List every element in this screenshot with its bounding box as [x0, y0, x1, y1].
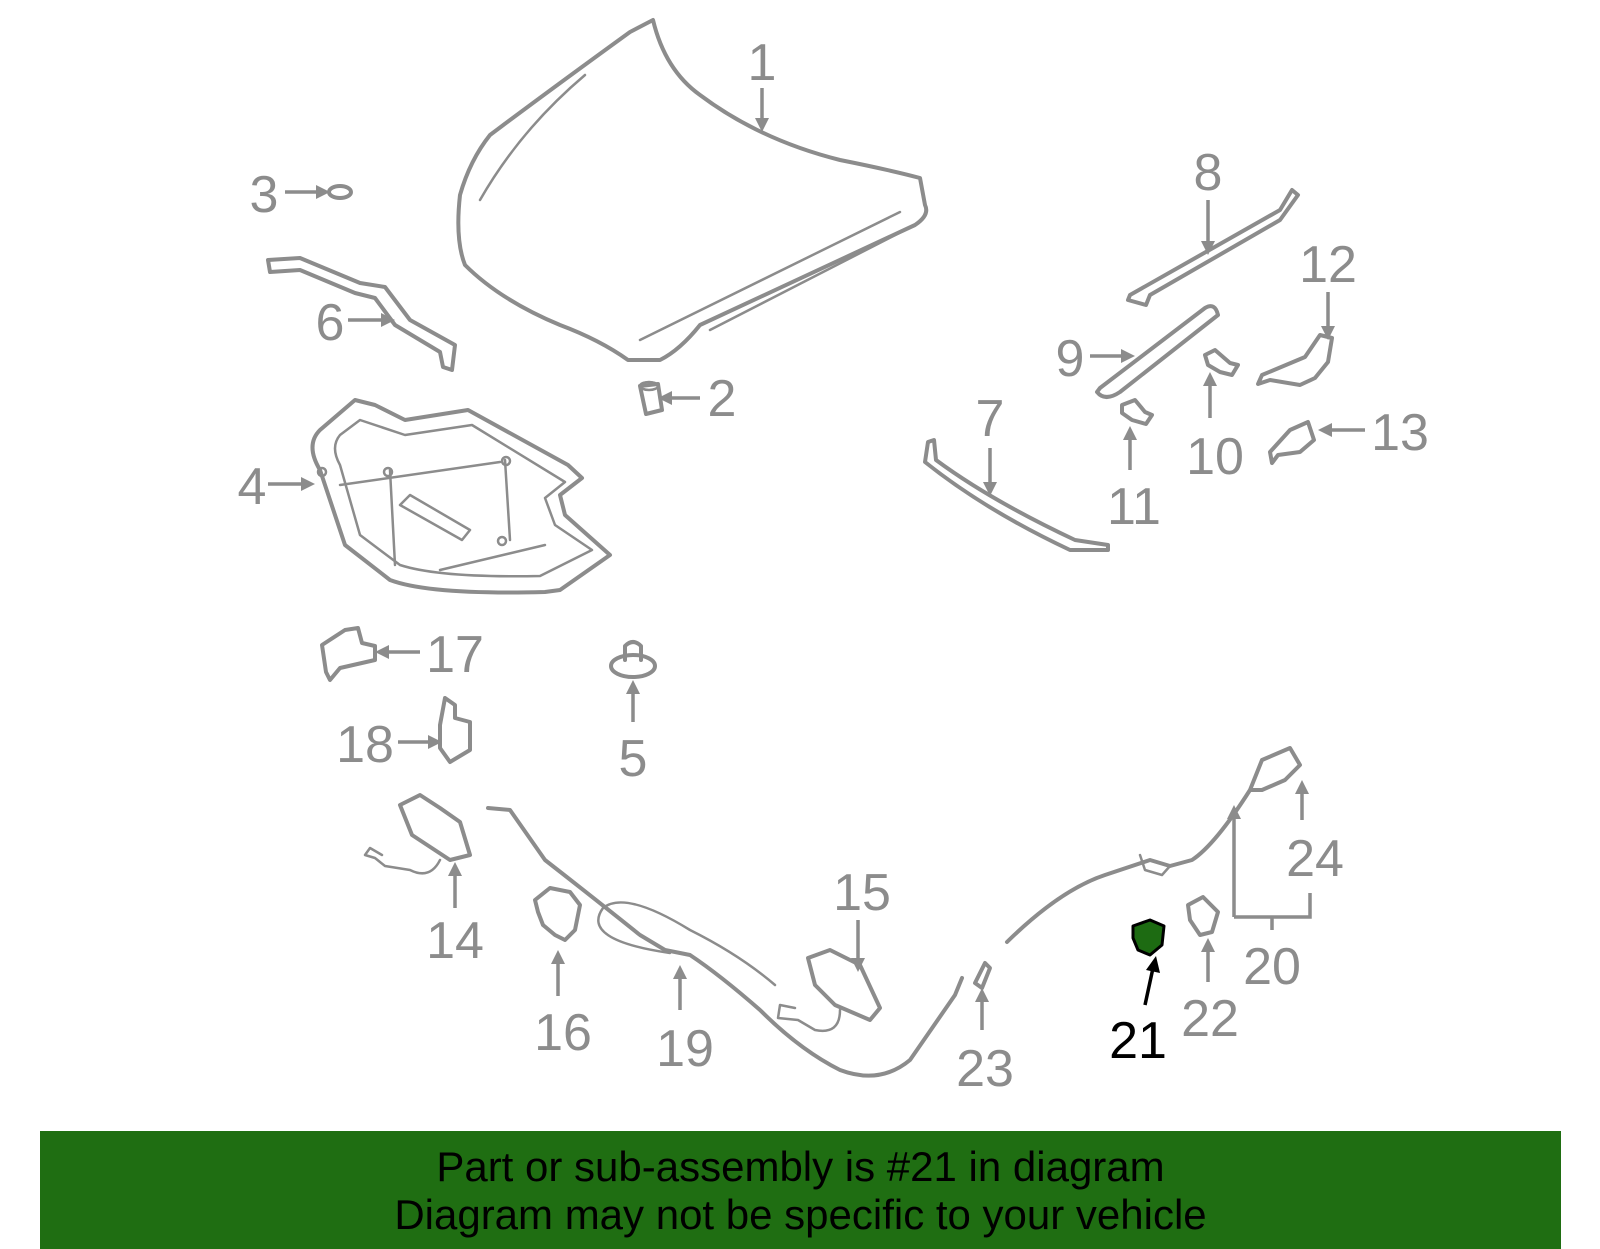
info-banner: Part or sub-assembly is #21 in diagram D…: [40, 1131, 1561, 1249]
part-12-bracket: [1256, 333, 1334, 387]
part-11-stud: [1120, 398, 1154, 426]
callout-5: 5: [619, 730, 648, 788]
part-15-lock: [776, 948, 882, 1033]
part-9-strut: [1095, 304, 1220, 399]
part-8-hinge: [1126, 188, 1300, 307]
part-4-insulator: [310, 398, 612, 595]
part-6-seal: [266, 256, 457, 372]
callout-16: 16: [534, 1004, 592, 1062]
banner-line-1: Part or sub-assembly is #21 in diagram: [436, 1143, 1165, 1190]
part-17-bracket: [320, 626, 377, 682]
part-16-latch: [533, 886, 582, 942]
callout-3: 3: [250, 166, 279, 224]
banner-line-2: Diagram may not be specific to your vehi…: [394, 1191, 1207, 1238]
part-3-clip: [327, 184, 353, 200]
part-2-bumper: [638, 380, 664, 416]
part-13-bracket: [1268, 420, 1316, 465]
part-10-stud: [1203, 348, 1240, 377]
callout-22: 22: [1181, 990, 1239, 1048]
callout-9: 9: [1056, 330, 1085, 388]
callout-labels: 1 2 3 4 5 6 7 8 9 10 11 12 13 14 15 16 1…: [238, 34, 1429, 1098]
callout-11: 11: [1107, 478, 1161, 536]
callout-6: 6: [316, 294, 345, 352]
callout-2: 2: [708, 370, 737, 428]
callout-10: 10: [1186, 428, 1244, 486]
part-22-clip: [1186, 895, 1220, 937]
leader-arrows: [268, 88, 1365, 1030]
part-19-cable-loop: [597, 901, 777, 987]
part-5-clip: [609, 640, 657, 679]
callout-17: 17: [426, 626, 484, 684]
part-21-highlighted: [1131, 918, 1166, 957]
callout-13: 13: [1371, 404, 1429, 462]
part-14-switch: [363, 793, 472, 875]
part-1-hood: [456, 18, 929, 362]
callout-8: 8: [1194, 144, 1223, 202]
callout-24: 24: [1286, 830, 1344, 888]
part-18-bracket: [438, 696, 472, 764]
callout-12: 12: [1299, 236, 1357, 294]
callout-21: 21: [1109, 1012, 1167, 1070]
part-23-clip: [973, 961, 992, 990]
callout-19: 19: [656, 1020, 714, 1078]
callout-20: 20: [1243, 938, 1301, 996]
callout-7: 7: [976, 390, 1005, 448]
callout-4: 4: [238, 458, 267, 516]
part-7-weatherstrip: [923, 438, 1110, 552]
callout-18: 18: [336, 716, 394, 774]
callout-14: 14: [426, 912, 484, 970]
callout-15: 15: [833, 864, 891, 922]
part-20-release: [1005, 746, 1302, 944]
callout-23: 23: [956, 1040, 1014, 1098]
callout-1: 1: [748, 34, 777, 92]
part-19-cable: [486, 806, 964, 1078]
